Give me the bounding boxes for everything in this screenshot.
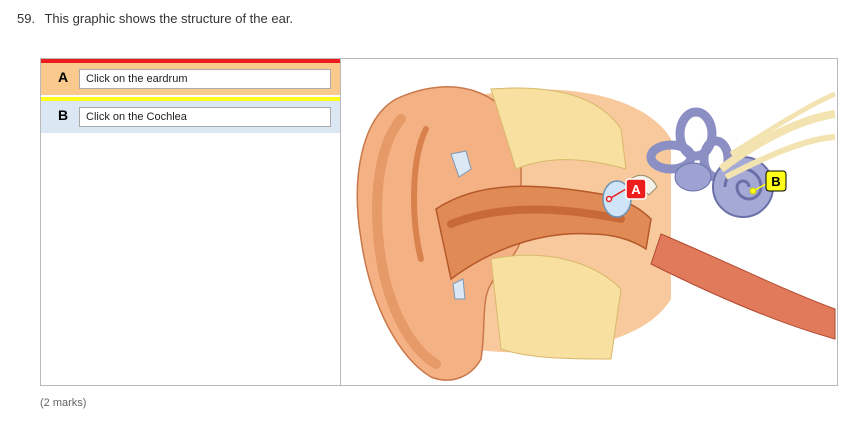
hotspot-question-frame: A Click on the eardrum B Click on the Co…: [40, 58, 838, 386]
target-list: A Click on the eardrum B Click on the Co…: [41, 59, 341, 385]
target-item-b[interactable]: B Click on the Cochlea: [41, 97, 340, 133]
question-number: 59.: [17, 11, 36, 26]
marker-b[interactable]: B: [749, 170, 787, 195]
ear-diagram-image[interactable]: A B: [341, 59, 837, 385]
target-prompt-b[interactable]: Click on the Cochlea: [79, 107, 331, 127]
target-prompt-a[interactable]: Click on the eardrum: [79, 69, 331, 89]
marks-label: (2 marks): [40, 397, 87, 409]
question-text: 59. This graphic shows the structure of …: [17, 11, 293, 26]
question-prompt: This graphic shows the structure of the …: [44, 11, 294, 26]
marker-a[interactable]: A: [605, 178, 647, 203]
target-letter-a: A: [57, 69, 69, 85]
marker-b-label: B: [771, 174, 780, 189]
target-item-a[interactable]: A Click on the eardrum: [41, 59, 340, 95]
marker-a-label: A: [631, 182, 641, 197]
ear-diagram-svg[interactable]: A B: [341, 59, 837, 385]
target-letter-b: B: [57, 107, 69, 123]
